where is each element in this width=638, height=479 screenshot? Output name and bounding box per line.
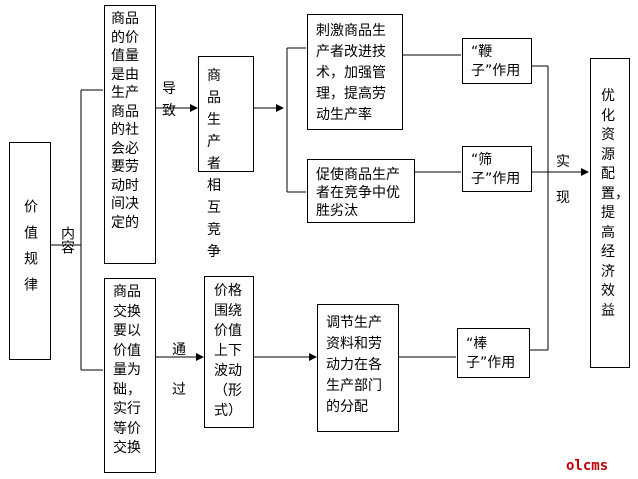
- stick-box: “棒子”作用: [457, 328, 530, 378]
- whip-box: “鞭子”作用: [462, 38, 532, 84]
- content-text: 内容: [59, 226, 75, 254]
- survival-text: 促使商品生产者在竞争中优胜劣汰: [316, 167, 400, 219]
- law-box: 价值规律: [9, 142, 51, 360]
- law-label: 价值规律: [22, 199, 38, 303]
- exchange-text: 商品交换要以价值量为础，实行等价交换: [113, 284, 141, 456]
- fluctuation-box: 价格围绕价值上下波动（形式）: [204, 276, 254, 428]
- content-label: 内容: [58, 226, 76, 259]
- stick-text: “棒子”作用: [466, 336, 516, 371]
- allocate-box: 调节生产资料和劳动力在各生产部门的分配: [317, 304, 399, 432]
- stimulate-box: 刺激商品生产者改进技术，加强管理，提高劳动生产率: [307, 14, 403, 130]
- watermark: olcms: [566, 458, 609, 474]
- fluctuation-text: 价格围绕价值上下波动（形式）: [214, 283, 242, 419]
- sieve-box: “筛子”作用: [462, 146, 532, 192]
- realize-label: 实现: [556, 154, 570, 206]
- competition-box: 商品生产者相互竞争: [198, 56, 254, 260]
- competition-text: 商品生产者相互竞争: [207, 68, 229, 260]
- sieve-text: “筛子”作用: [471, 152, 521, 187]
- guide-label: 导致: [162, 81, 176, 119]
- whip-text: “鞭子”作用: [471, 44, 521, 79]
- through-label: 通过: [172, 342, 186, 398]
- result-box: 优化资源配置，提高经济效益: [590, 58, 630, 368]
- determination-text: 商品的价值量是由生产商品的社会必要劳动时间决定的: [111, 11, 139, 231]
- exchange-box: 商品交换要以价值量为础，实行等价交换: [104, 278, 156, 473]
- allocate-text: 调节生产资料和劳动力在各生产部门的分配: [326, 315, 382, 415]
- result-text: 优化资源配置，提高经济效益: [601, 88, 629, 319]
- determination-box: 商品的价值量是由生产商品的社会必要劳动时间决定的: [104, 5, 156, 264]
- survival-box: 促使商品生产者在竞争中优胜劣汰: [307, 159, 415, 223]
- stimulate-text: 刺激商品生产者改进技术，加强管理，提高劳动生产率: [316, 23, 386, 123]
